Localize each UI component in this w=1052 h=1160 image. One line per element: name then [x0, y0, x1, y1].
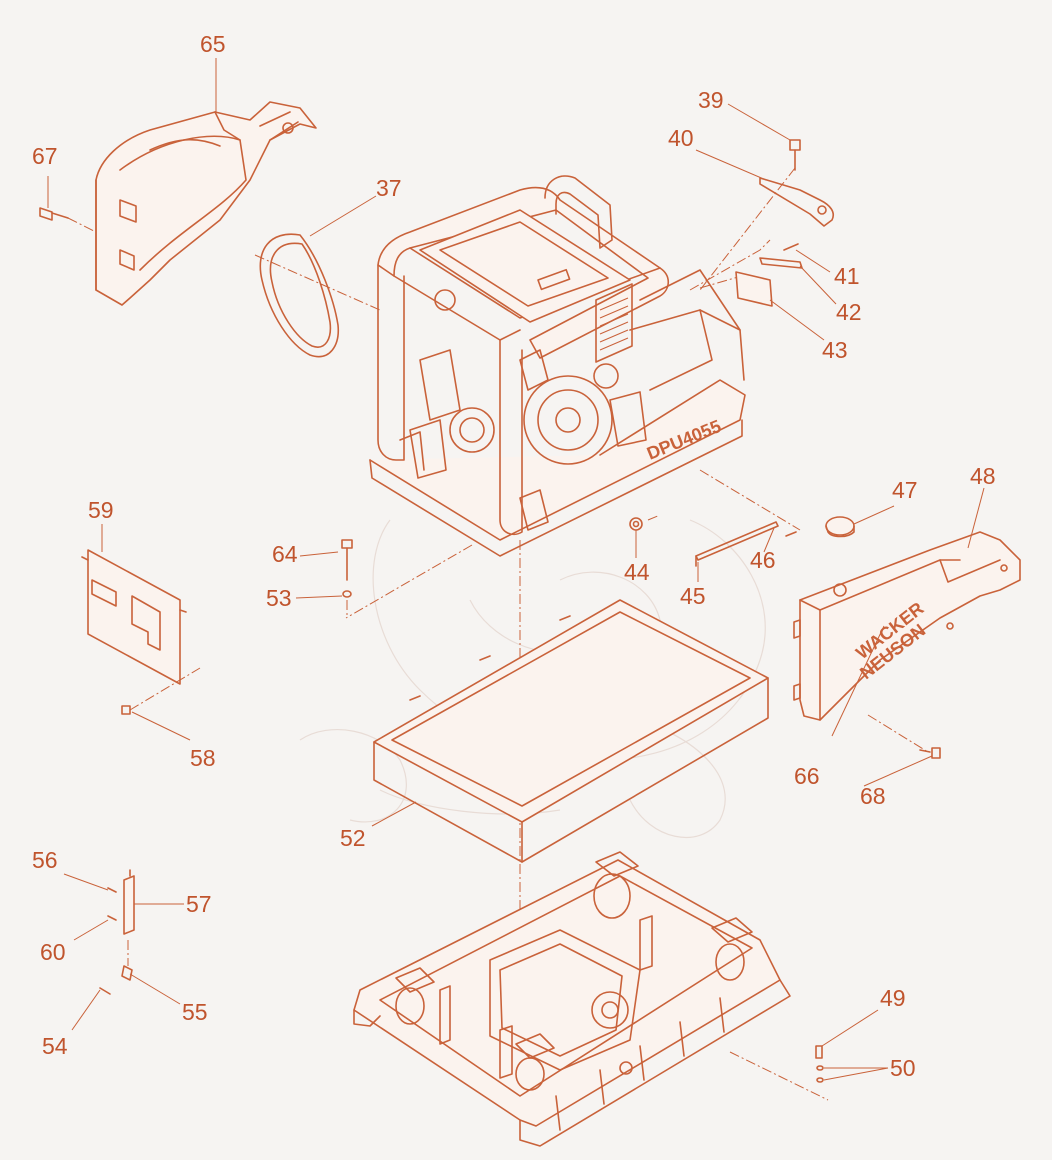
leader-lines	[47, 58, 985, 1081]
part-47-cap	[825, 516, 855, 538]
label-57: 57	[186, 891, 212, 917]
label-41: 41	[834, 263, 860, 289]
label-39: 39	[698, 87, 724, 113]
label-42: 42	[836, 299, 862, 325]
label-52: 52	[340, 825, 366, 851]
part-43-plate	[735, 271, 773, 307]
label-49: 49	[880, 985, 906, 1011]
part-57-bracket	[123, 869, 135, 935]
label-47: 47	[892, 477, 918, 503]
label-43: 43	[822, 337, 848, 363]
part-49-screw	[815, 1045, 823, 1059]
part-55-screw	[121, 965, 133, 981]
label-54: 54	[42, 1033, 68, 1059]
part-45-strip	[695, 521, 779, 567]
part-59-cover-plate	[81, 549, 187, 685]
part-44-nut	[629, 517, 643, 531]
part-50-washers	[816, 1065, 824, 1083]
label-48: 48	[970, 463, 996, 489]
part-labels: 65 67 37 39 40 41 42 43 44 45 46 47 48 6…	[32, 31, 996, 1081]
part-41-screw	[783, 243, 799, 251]
label-50: 50	[890, 1055, 916, 1081]
label-55: 55	[182, 999, 208, 1025]
label-56: 56	[32, 847, 58, 873]
part-40-handle-clamp	[759, 177, 835, 227]
engine-assembly: DPU4055	[369, 175, 746, 557]
label-59: 59	[88, 497, 114, 523]
part-56-washer	[107, 887, 117, 893]
label-37: 37	[376, 175, 402, 201]
part-60-nut	[107, 915, 117, 921]
part-46-screw	[785, 531, 797, 537]
label-58: 58	[190, 745, 216, 771]
part-53-washer	[342, 590, 352, 598]
label-67: 67	[32, 143, 58, 169]
label-64: 64	[272, 541, 298, 567]
part-67-screw	[39, 207, 97, 233]
part-39-bolt	[789, 139, 801, 171]
part-48-engine-cover: WACKER NEUSON	[793, 531, 1021, 721]
part-58-screw	[121, 705, 131, 715]
label-46: 46	[750, 547, 776, 573]
part-52-frame	[373, 599, 769, 863]
label-45: 45	[680, 583, 706, 609]
label-60: 60	[40, 939, 66, 965]
label-66: 66	[794, 763, 820, 789]
part-54-washer	[99, 987, 111, 995]
part-65-belt-guard	[95, 101, 317, 306]
radiator-grille	[595, 283, 633, 363]
label-40: 40	[668, 125, 694, 151]
base-plate-assembly	[353, 851, 791, 1147]
part-37-v-belt	[254, 233, 381, 358]
part-42-bracket	[759, 257, 803, 269]
part-64-bolt	[341, 539, 353, 581]
label-53: 53	[266, 585, 292, 611]
part-68-screw	[919, 747, 941, 759]
label-68: 68	[860, 783, 886, 809]
label-65: 65	[200, 31, 226, 57]
label-44: 44	[624, 559, 650, 585]
